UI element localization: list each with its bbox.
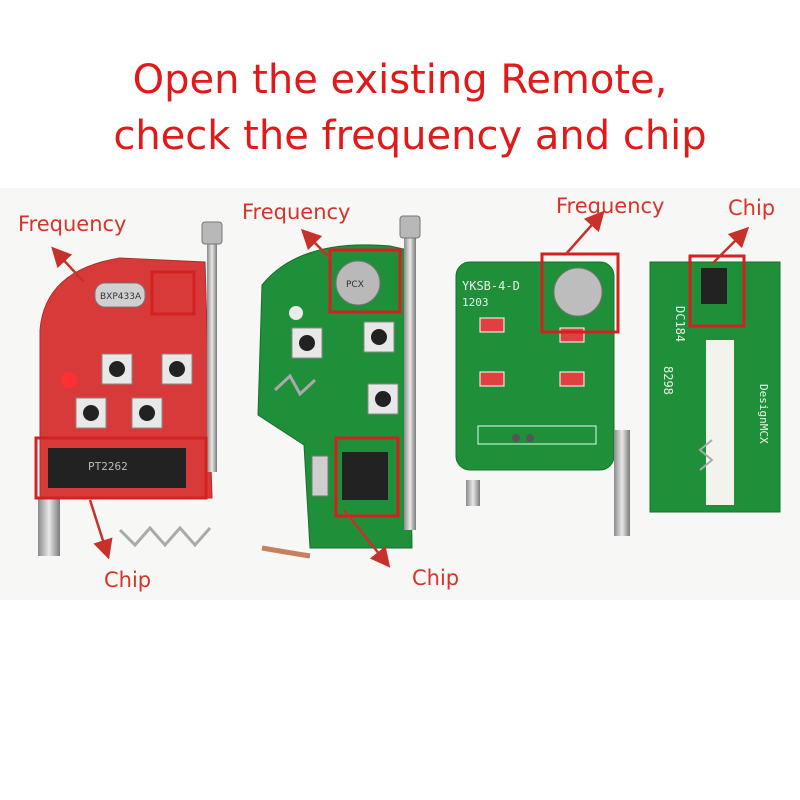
frequency-highlight-box (328, 248, 402, 314)
frequency-label: Frequency (556, 194, 665, 218)
green-remote-board-2: YKSB-4-D 1203 (455, 252, 630, 536)
crystal-oscillator (94, 282, 146, 308)
chip-highlight-box (34, 436, 208, 500)
heading-line-2: check the frequency and chip (113, 113, 707, 159)
encoder-chip (48, 448, 186, 488)
chip-label: Chip (412, 566, 460, 590)
svg-text:PT2262: PT2262 (88, 460, 128, 473)
heading-line-1: Open the existing Remote, (132, 57, 668, 103)
svg-text:BXP433A: BXP433A (100, 292, 142, 302)
green-remote-board-3: DC184 8298 DesignMCX (649, 254, 781, 513)
svg-text:8298: 8298 (661, 366, 675, 395)
chip-label: Chip (728, 196, 776, 220)
svg-text:DC184: DC184 (673, 306, 687, 342)
red-remote-board: BXP433A PT2262 (34, 221, 223, 556)
svg-text:1203: 1203 (462, 296, 489, 309)
svg-text:PCX: PCX (346, 280, 364, 290)
led (61, 372, 77, 388)
encoder-chip (342, 452, 388, 500)
chip-label: Chip (104, 568, 152, 592)
remote-boards-photo: BXP433A PT2262 PCX (0, 188, 800, 600)
svg-text:DesignMCX: DesignMCX (757, 384, 770, 444)
chip-highlight-box (688, 254, 746, 328)
pointer-arrows (51, 210, 750, 568)
frequency-label: Frequency (18, 212, 127, 236)
green-remote-board-1: PCX (257, 215, 421, 559)
frequency-highlight-box (150, 270, 196, 316)
svg-text:YKSB-4-D: YKSB-4-D (462, 279, 520, 293)
chip-highlight-box (334, 436, 400, 518)
frequency-label: Frequency (242, 200, 351, 224)
frequency-highlight-box (540, 252, 620, 334)
